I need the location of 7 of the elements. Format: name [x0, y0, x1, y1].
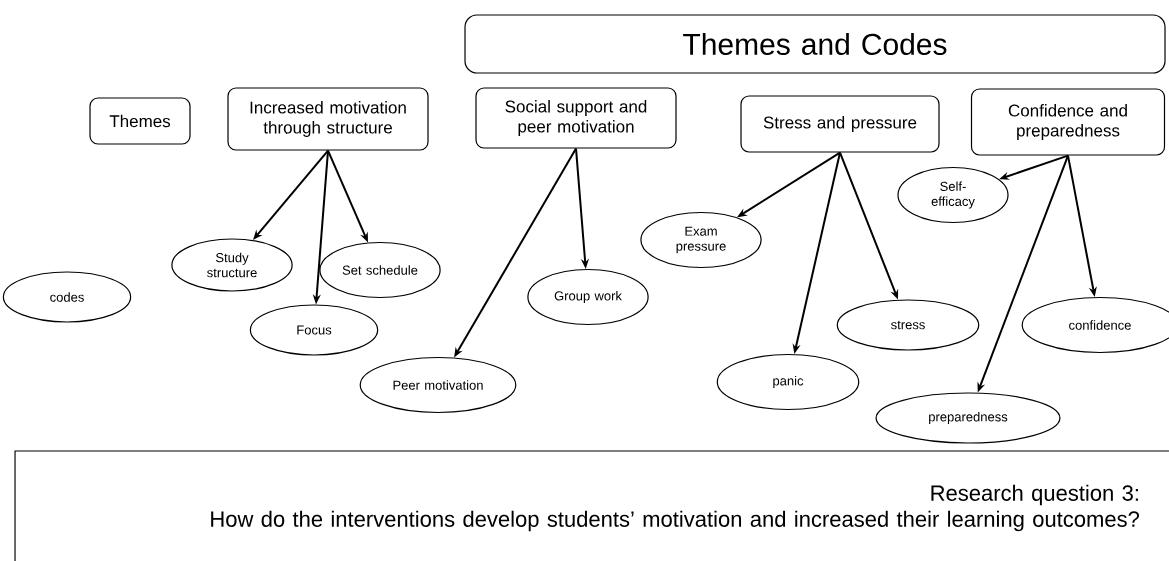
theme-box: Stress and pressure: [740, 95, 940, 153]
theme-box: Social support and peer motivation: [475, 87, 677, 149]
question-box: Research question 3: How do the interventions develop students’ motivation and increased their learning outcomes?: [14, 450, 1169, 561]
theme-box: Themes: [89, 97, 191, 145]
theme-box: Increased motivation through structure: [227, 87, 429, 151]
title-box: Themes and Codes: [464, 14, 1166, 74]
theme-box: Confidence and preparedness: [970, 88, 1166, 156]
